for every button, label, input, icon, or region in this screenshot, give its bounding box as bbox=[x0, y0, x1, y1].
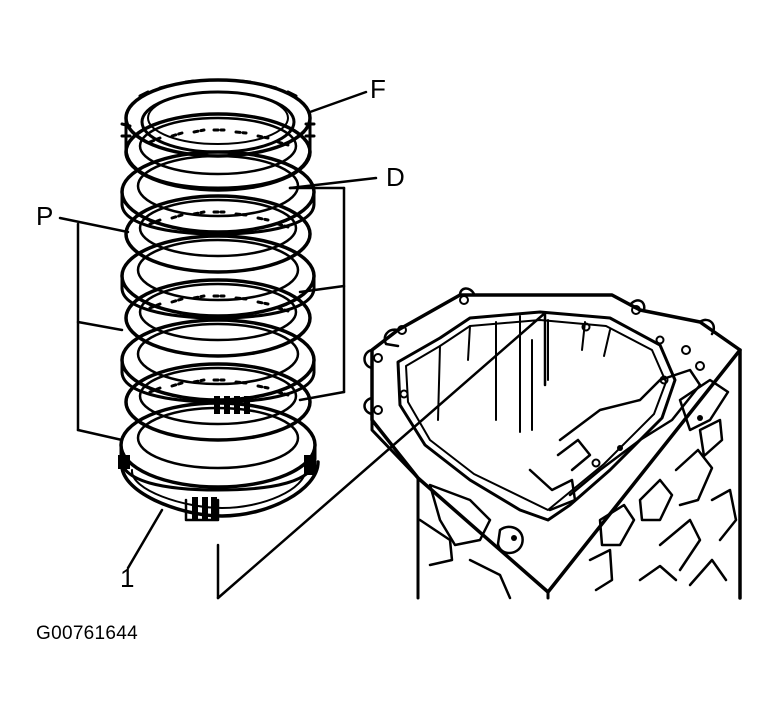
plate-p-1 bbox=[120, 150, 316, 236]
transmission-case bbox=[363, 287, 742, 600]
callout-f: F bbox=[370, 74, 386, 104]
flange-plate-f bbox=[120, 78, 316, 190]
installation-guide-lines bbox=[216, 311, 547, 600]
callout-d: D bbox=[386, 162, 405, 192]
plate-p-3 bbox=[120, 318, 316, 404]
callout-1: 1 bbox=[120, 563, 135, 593]
plate-bottom bbox=[119, 401, 317, 492]
plate-p-2 bbox=[120, 234, 316, 320]
figure-id: G00761644 bbox=[36, 623, 139, 644]
spring-pins bbox=[214, 396, 250, 414]
leader-lines bbox=[58, 90, 378, 570]
clutch-pack-stack bbox=[118, 78, 320, 522]
callout-p: P bbox=[36, 201, 54, 231]
